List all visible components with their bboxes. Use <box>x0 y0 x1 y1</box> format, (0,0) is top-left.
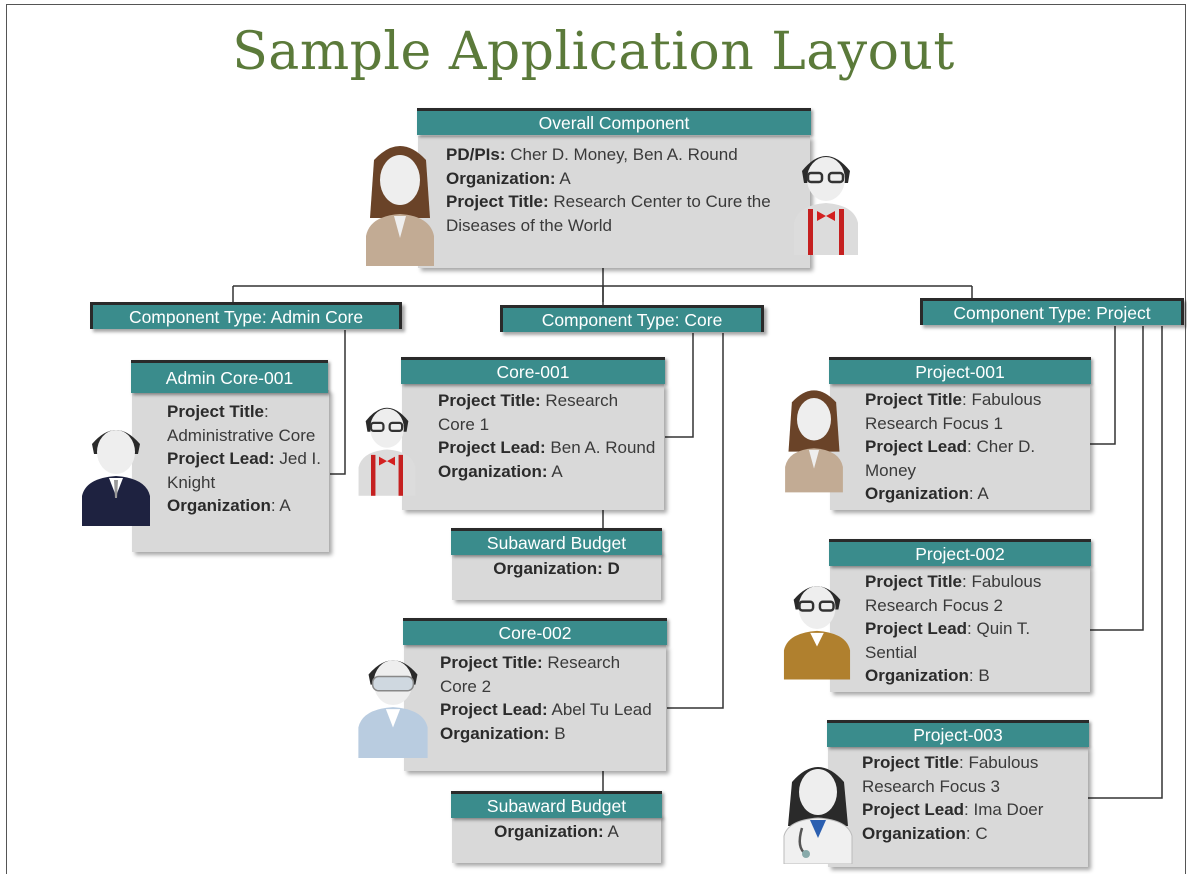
overall-component-card <box>418 136 810 268</box>
project-001-card: Project Title: Fabulous Research Focus 1… <box>830 383 1090 510</box>
overall-component-header: Overall Component <box>417 108 811 135</box>
org-label: Organization: <box>440 723 550 743</box>
lead-label: Project Lead: <box>440 700 548 719</box>
title-label: Project Title <box>865 572 962 591</box>
title-label: Project Title <box>865 390 962 409</box>
org-label: Organization <box>862 823 966 843</box>
man-glasses-bowtie-avatar-icon <box>358 407 416 496</box>
scientist-avatar-icon <box>358 660 428 758</box>
lead-value: Abel Tu Lead <box>547 700 652 719</box>
core-002-header: Core-002 <box>403 618 667 645</box>
org-label: Organization: <box>446 168 556 188</box>
org-value: : A <box>270 496 291 515</box>
title-value: : Fabulous Research Focus 2 <box>865 572 1042 615</box>
title-value: Research Core 2 <box>440 653 621 696</box>
subaward-budget-1-card: Organization: D <box>452 552 661 600</box>
doctor-avatar-icon <box>783 767 853 864</box>
org-value: A <box>603 822 619 841</box>
core-001-header: Core-001 <box>401 357 665 384</box>
lead-label: Project Lead <box>865 437 968 456</box>
lead-value: : Quin T. Sential <box>865 619 1031 662</box>
pdpis-value: Cher D. Money, Ben A. Round <box>505 145 738 164</box>
title-value: Research Core 1 <box>438 391 619 434</box>
project-003-header: Project-003 <box>827 720 1089 747</box>
org-label: Organization: <box>494 822 604 841</box>
subaward-budget-2-card: Organization: A <box>452 815 661 863</box>
lead-label: Project Lead: <box>167 449 275 468</box>
lead-value: Ben A. Round <box>545 438 656 457</box>
component-type-project: Component Type: Project <box>920 298 1184 325</box>
title-value: : Fabulous Research Focus 1 <box>865 390 1042 433</box>
man-suit-avatar-icon <box>82 430 150 526</box>
core-001-card: Project Title: Research Core 1 Project L… <box>402 384 664 510</box>
lead-label: Project Lead: <box>438 438 546 457</box>
subaward-budget-2-header: Subaward Budget <box>451 791 662 818</box>
project-002-card: Project Title: Fabulous Research Focus 2… <box>830 565 1090 692</box>
org-value: : C <box>965 823 988 843</box>
project-003-card: Project Title: Fabulous Research Focus 3… <box>828 746 1088 867</box>
org-label: Organization: <box>438 461 548 481</box>
subaward-budget-1-header: Subaward Budget <box>451 528 662 555</box>
project-002-header: Project-002 <box>829 539 1091 566</box>
woman-avatar-icon <box>785 390 843 493</box>
org-value: : B <box>968 666 990 685</box>
page-title: Sample Application Layout <box>232 22 955 82</box>
admin-core-001-card: Project Title: Administrative Core Proje… <box>132 390 329 552</box>
title-value: Research Center to Cure the Diseases of … <box>446 192 771 235</box>
lead-value: : Ima Doer <box>964 800 1044 819</box>
lead-label: Project Lead <box>865 619 968 638</box>
title-label: Project Title: <box>438 391 541 410</box>
org-label: Organization: D <box>493 559 620 578</box>
lead-label: Project Lead <box>862 800 965 819</box>
org-label: Organization <box>865 484 969 503</box>
title-value: : Fabulous Research Focus 3 <box>862 753 1039 796</box>
woman-avatar-icon <box>366 146 434 266</box>
title-label: Project Title <box>167 402 264 421</box>
core-002-card: Project Title: Research Core 2 Project L… <box>404 645 666 771</box>
org-value: : A <box>968 484 989 503</box>
org-value: A <box>547 461 563 481</box>
component-type-admin-core: Component Type: Admin Core <box>90 302 402 329</box>
project-001-header: Project-001 <box>829 357 1091 384</box>
man-glasses-avatar-icon <box>783 586 851 680</box>
man-glasses-bowtie-avatar-icon <box>794 156 858 255</box>
title-label: Project Title: <box>446 192 549 211</box>
slide-frame <box>6 4 1186 874</box>
lead-value: : Cher D. Money <box>865 437 1036 480</box>
lead-value: Jed I. Knight <box>167 449 322 492</box>
overall-component-body: PD/PIs: Cher D. Money, Ben A. Round Orga… <box>446 143 806 237</box>
org-value: A <box>555 168 571 188</box>
org-value: B <box>549 723 566 743</box>
title-label: Project Title: <box>440 653 543 672</box>
admin-core-001-header: Admin Core-001 <box>131 360 328 393</box>
pdpis-label: PD/PIs: <box>446 145 506 164</box>
component-type-core: Component Type: Core <box>500 305 764 332</box>
org-label: Organization <box>865 666 969 685</box>
title-label: Project Title <box>862 753 959 772</box>
org-label: Organization <box>167 496 271 515</box>
title-value: : Administrative Core <box>167 402 316 445</box>
